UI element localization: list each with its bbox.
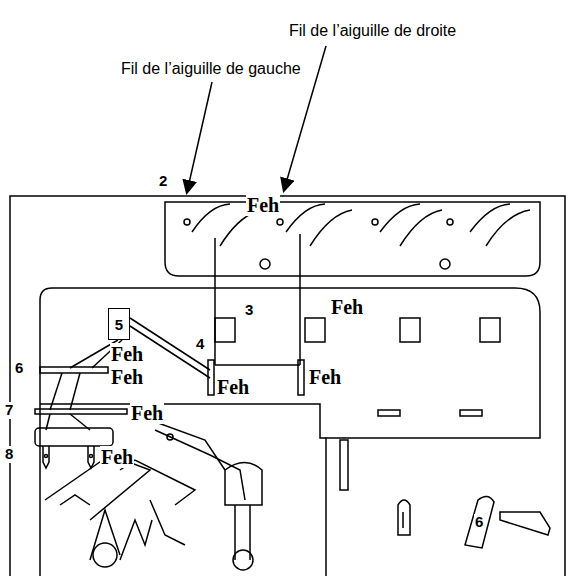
thread-guide-bar — [165, 202, 540, 276]
thread-caption: Fil de l’aiguille de gauche — [120, 60, 302, 78]
housing-frame — [10, 196, 565, 576]
needle-clamp — [35, 428, 113, 446]
pin-part — [398, 500, 410, 535]
callout-number: 5 — [115, 316, 123, 333]
callout-number: 6 — [14, 360, 24, 377]
callout-word: Feh — [330, 296, 364, 318]
thread-guide — [400, 318, 420, 342]
body-outline — [40, 288, 540, 576]
needles — [43, 446, 94, 468]
thread-path — [46, 234, 300, 430]
callout-number: 8 — [4, 446, 14, 463]
callout-number: 6 — [474, 514, 484, 531]
thread-guide — [298, 360, 304, 395]
thread-guide — [480, 318, 500, 342]
callout-word: Feh — [110, 343, 144, 365]
callout-number: 4 — [195, 336, 205, 353]
callout-number: 7 — [4, 402, 14, 419]
guide-bar — [35, 409, 127, 414]
part-slot — [460, 410, 482, 416]
callout-word: Feh — [308, 366, 342, 388]
callout-word: Feh — [246, 194, 280, 216]
thread-guide — [215, 318, 235, 342]
callout-word: Feh — [216, 376, 250, 398]
blade-part — [500, 512, 550, 535]
guide-bar — [40, 367, 108, 373]
pin-part — [465, 496, 494, 548]
part-box: 5 — [108, 308, 130, 340]
callout-word: Feh — [130, 402, 164, 424]
callout-word: Feh — [110, 366, 144, 388]
thread-guide — [305, 318, 325, 342]
thread-guide — [208, 360, 214, 395]
thread-caption: Fil de l’aiguille de droite — [288, 22, 457, 40]
guide-slots — [184, 204, 530, 269]
leader-arrow — [187, 82, 212, 192]
callout-number: 3 — [244, 302, 254, 319]
part-slot — [340, 440, 348, 490]
callout-word: Feh — [100, 446, 134, 468]
callout-number: 2 — [158, 173, 168, 190]
part-slot — [378, 410, 400, 416]
looper-mechanism — [45, 420, 262, 570]
